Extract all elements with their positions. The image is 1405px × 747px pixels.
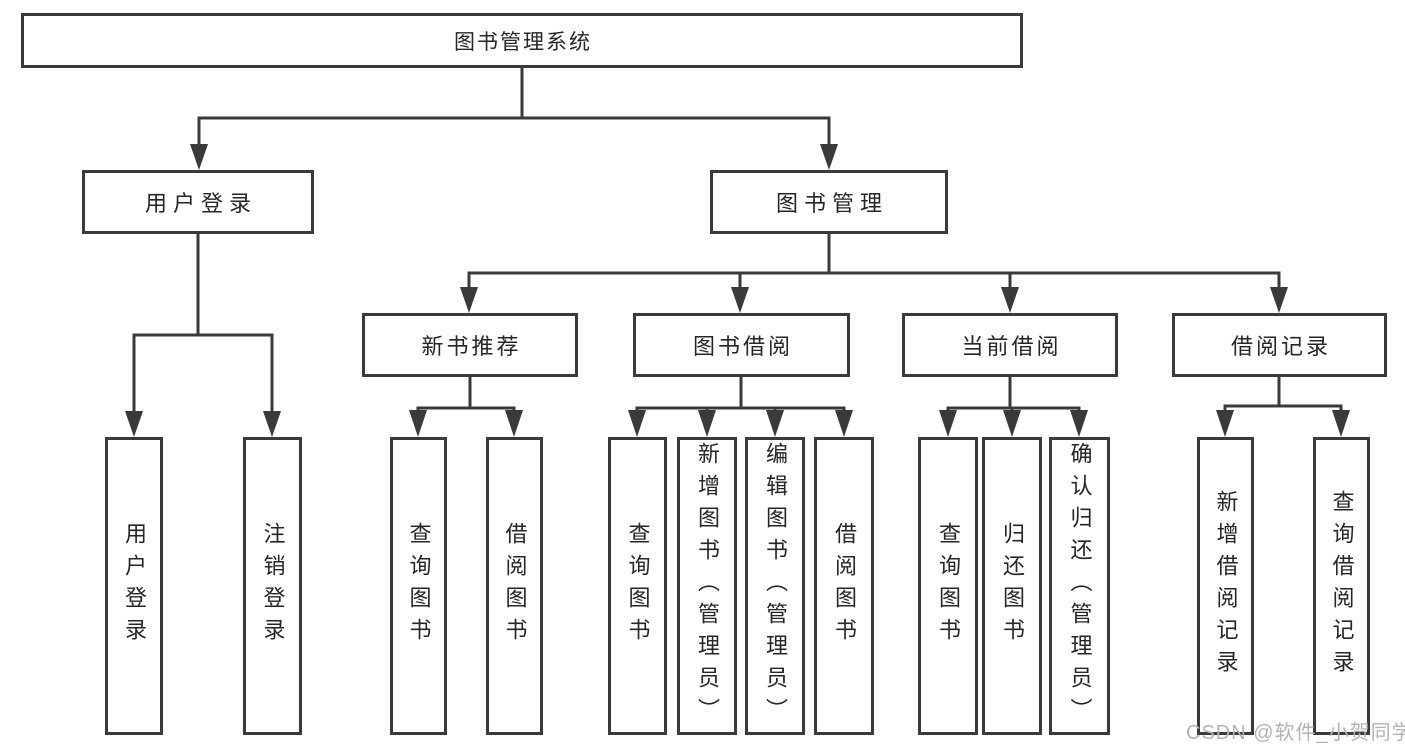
node-label: 图书管理 <box>775 191 888 216</box>
node-label: 新增图书（管理员） <box>695 442 720 730</box>
node-label: 图书借阅 <box>692 334 793 359</box>
node-label: 编辑图书（管理员） <box>763 442 788 730</box>
leaf-add-book-admin: 新增图书（管理员） <box>677 437 737 735</box>
leaf-user-login: 用户登录 <box>105 437 163 735</box>
node-label: 确认归还（管理员） <box>1067 442 1093 730</box>
node-current-borrowing: 当前借阅 <box>902 313 1118 377</box>
leaf-logout-login: 注销登录 <box>243 437 302 735</box>
connector-current-borrow-branch <box>946 377 1081 414</box>
leaf-confirm-return-admin: 确认归还（管理员） <box>1049 437 1110 735</box>
leaf-query-books-current: 查询图书 <box>918 437 978 735</box>
node-user-login: 用户登录 <box>82 170 314 234</box>
connector-new-book-rec-branch <box>416 377 516 414</box>
leaf-return-books: 归还图书 <box>982 437 1042 735</box>
node-label: 查询图书 <box>625 522 651 650</box>
node-label: 借阅图书 <box>502 522 528 650</box>
leaf-query-borrow-record: 查询借阅记录 <box>1313 437 1370 735</box>
node-label: 归还图书 <box>1000 522 1025 650</box>
node-label: 查询借阅记录 <box>1329 490 1355 682</box>
leaf-query-books-borrowing: 查询图书 <box>608 437 667 735</box>
node-library-management-system: 图书管理系统 <box>21 13 1023 68</box>
node-borrowing-records: 借阅记录 <box>1172 313 1387 377</box>
node-label: 当前借阅 <box>961 334 1062 359</box>
node-label: 查询图书 <box>936 522 961 650</box>
leaf-borrow-books-borrowing: 借阅图书 <box>814 437 874 735</box>
node-label: 用户登录 <box>122 522 147 650</box>
node-label: 注销登录 <box>260 522 286 650</box>
node-new-book-recommendation: 新书推荐 <box>362 313 578 377</box>
node-label: 新书推荐 <box>421 334 522 359</box>
connector-user-login-branch <box>132 234 274 415</box>
leaf-query-books-recommendation: 查询图书 <box>390 437 447 735</box>
node-book-borrowing: 图书借阅 <box>633 313 850 377</box>
node-label: 用户登录 <box>144 191 257 216</box>
node-book-management: 图书管理 <box>710 170 948 234</box>
leaf-add-borrow-record: 新增借阅记录 <box>1197 437 1254 735</box>
csdn-watermark: CSDN @软件_小贺同学 <box>1186 722 1405 744</box>
node-label: 借阅记录 <box>1230 334 1331 359</box>
connector-borrow-records-branch <box>1223 377 1343 414</box>
node-label: 新增借阅记录 <box>1213 490 1239 682</box>
leaf-edit-book-admin: 编辑图书（管理员） <box>745 437 805 735</box>
node-label: 图书管理系统 <box>454 30 592 54</box>
node-label: 借阅图书 <box>832 522 857 650</box>
arrowheads <box>125 144 1350 437</box>
connector-book-mgmt-branch <box>467 234 1281 291</box>
leaf-borrow-books-recommendation: 借阅图书 <box>486 437 543 735</box>
connector-book-borrow-branch <box>635 377 846 414</box>
node-label: 查询图书 <box>406 522 432 650</box>
connector-root-branch <box>197 68 831 148</box>
